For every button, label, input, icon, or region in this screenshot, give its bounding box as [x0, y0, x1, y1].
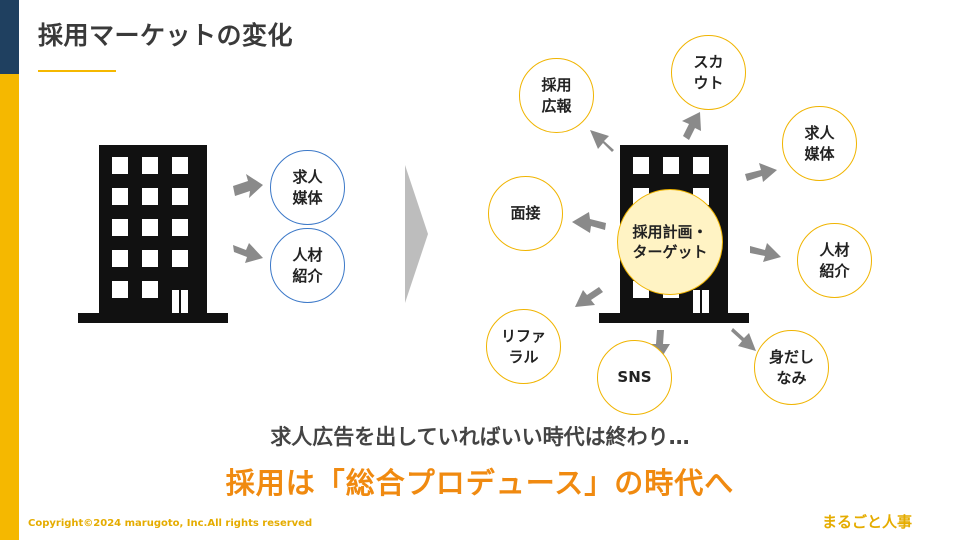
center-circle-hiring-plan: 採用計画・ ターゲット: [617, 189, 723, 295]
tagline: 求人広告を出していればいい時代は終わり…: [270, 425, 690, 449]
brand-logo-text: まるごと人事: [821, 513, 912, 531]
channel-circle-referral: リファ ラル: [486, 309, 561, 384]
slide-title: 採用マーケットの変化: [38, 21, 294, 50]
building-icon: [78, 145, 228, 323]
channel-circle-scout: スカ ウト: [671, 35, 746, 110]
channel-circle-recruitment-agency: 人材 紹介: [797, 223, 872, 298]
channel-circle-recruiting-pr: 採用 広報: [519, 58, 594, 133]
arrow-icon: [572, 112, 781, 360]
channel-circle-sns: SNS: [597, 340, 672, 415]
title-underline: [38, 70, 116, 72]
channel-circle-job-media: 求人 媒体: [782, 106, 857, 181]
channel-circle-job-media: 求人 媒体: [270, 150, 345, 225]
channel-circle-interview: 面接: [488, 176, 563, 251]
channel-circle-recruitment-agency: 人材 紹介: [270, 228, 345, 303]
headline: 採用は「総合プロデュース」の時代へ: [225, 466, 735, 500]
chevron-right-icon: [405, 165, 428, 303]
arrow-icon: [233, 174, 263, 263]
copyright-notice: Copyright©2024 marugoto, Inc.All rights …: [28, 518, 313, 529]
channel-circle-grooming: 身だし なみ: [754, 330, 829, 405]
side-accent-yellow: [0, 74, 19, 540]
side-accent-navy: [0, 0, 19, 74]
